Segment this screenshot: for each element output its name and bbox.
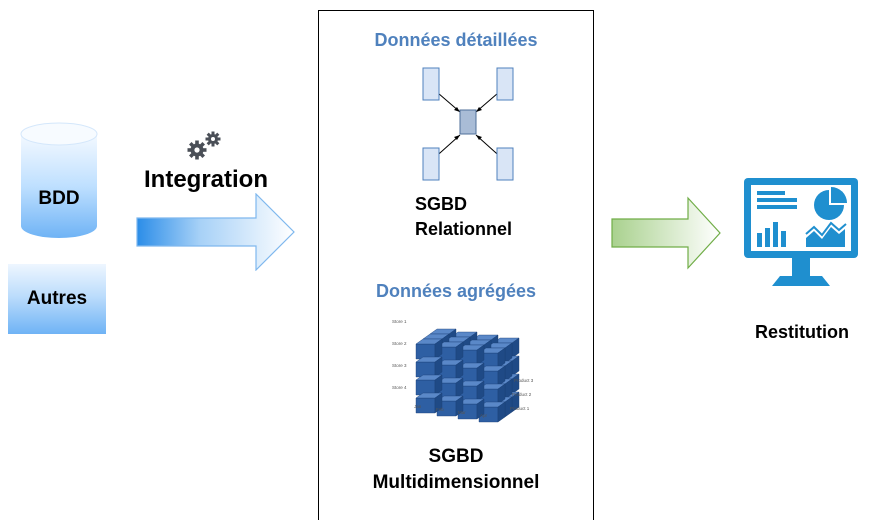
cube-cell-face [415,361,436,378]
cube-cell-side [434,392,443,414]
cube-row-label: Store 2 [392,341,407,346]
cube-row-label: Store 3 [392,363,407,368]
database-cylinder-icon [20,122,98,238]
cube-product-label: Product 3 [514,378,534,383]
integration-label: Integration [144,166,268,193]
integration-arrow [136,193,295,271]
cube-cell-face [415,343,436,360]
cube-row-label: Store 1 [392,319,407,324]
detailed-data-title: Données détaillées [374,30,538,50]
cube-cell-side [497,365,506,387]
cube-cell-side [455,359,464,381]
relational-diagram-icon [422,67,514,181]
autres-label: Autres [26,288,88,309]
cube-product-label: Product 2 [512,392,532,397]
autres-box [8,264,106,334]
cube-row-label: Store 4 [392,385,407,390]
cube-month-label: Mar [458,410,466,415]
cube-cell-side [497,401,506,423]
gears-icon [187,131,221,160]
restitution-label: Restitution [755,322,849,342]
cube-month-label: Feb [436,407,444,412]
cube-month-label: Apr [480,413,488,418]
cube-cell-side [455,395,464,417]
multidimensional-dbms-label-line2: Multidimensionnel [372,472,540,493]
cube-cell-side [476,398,485,420]
cube-cell-side [434,374,443,396]
aggregated-data-title: Données agrégées [375,281,537,301]
olap-cube-icon: Store 1 Store 2 Store 3 Store 4 JanFebMarApr… [392,319,534,423]
cube-month-label: Jan [414,404,422,409]
restitution-arrow [611,196,721,270]
relational-dbms-label-line1: SGBD [415,194,468,214]
cube-cell-side [476,380,485,402]
data-warehouse-frame [318,10,594,520]
cube-cell-side [455,341,464,363]
relational-dbms-label-line2: Relationnel [415,219,513,239]
cube-cell-side [434,338,443,360]
cube-product-label: Product 1 [510,406,530,411]
cube-cell-side [434,356,443,378]
dashboard-monitor-icon [744,178,858,286]
cube-cell-side [476,362,485,384]
bdd-label: BDD [38,188,80,209]
cube-cell-side [476,344,485,366]
cube-cell-side [497,347,506,369]
cube-cell-face [415,379,436,396]
cube-cell-side [455,377,464,399]
multidimensional-dbms-label-line1: SGBD [428,446,484,467]
cube-cell-side [497,383,506,405]
